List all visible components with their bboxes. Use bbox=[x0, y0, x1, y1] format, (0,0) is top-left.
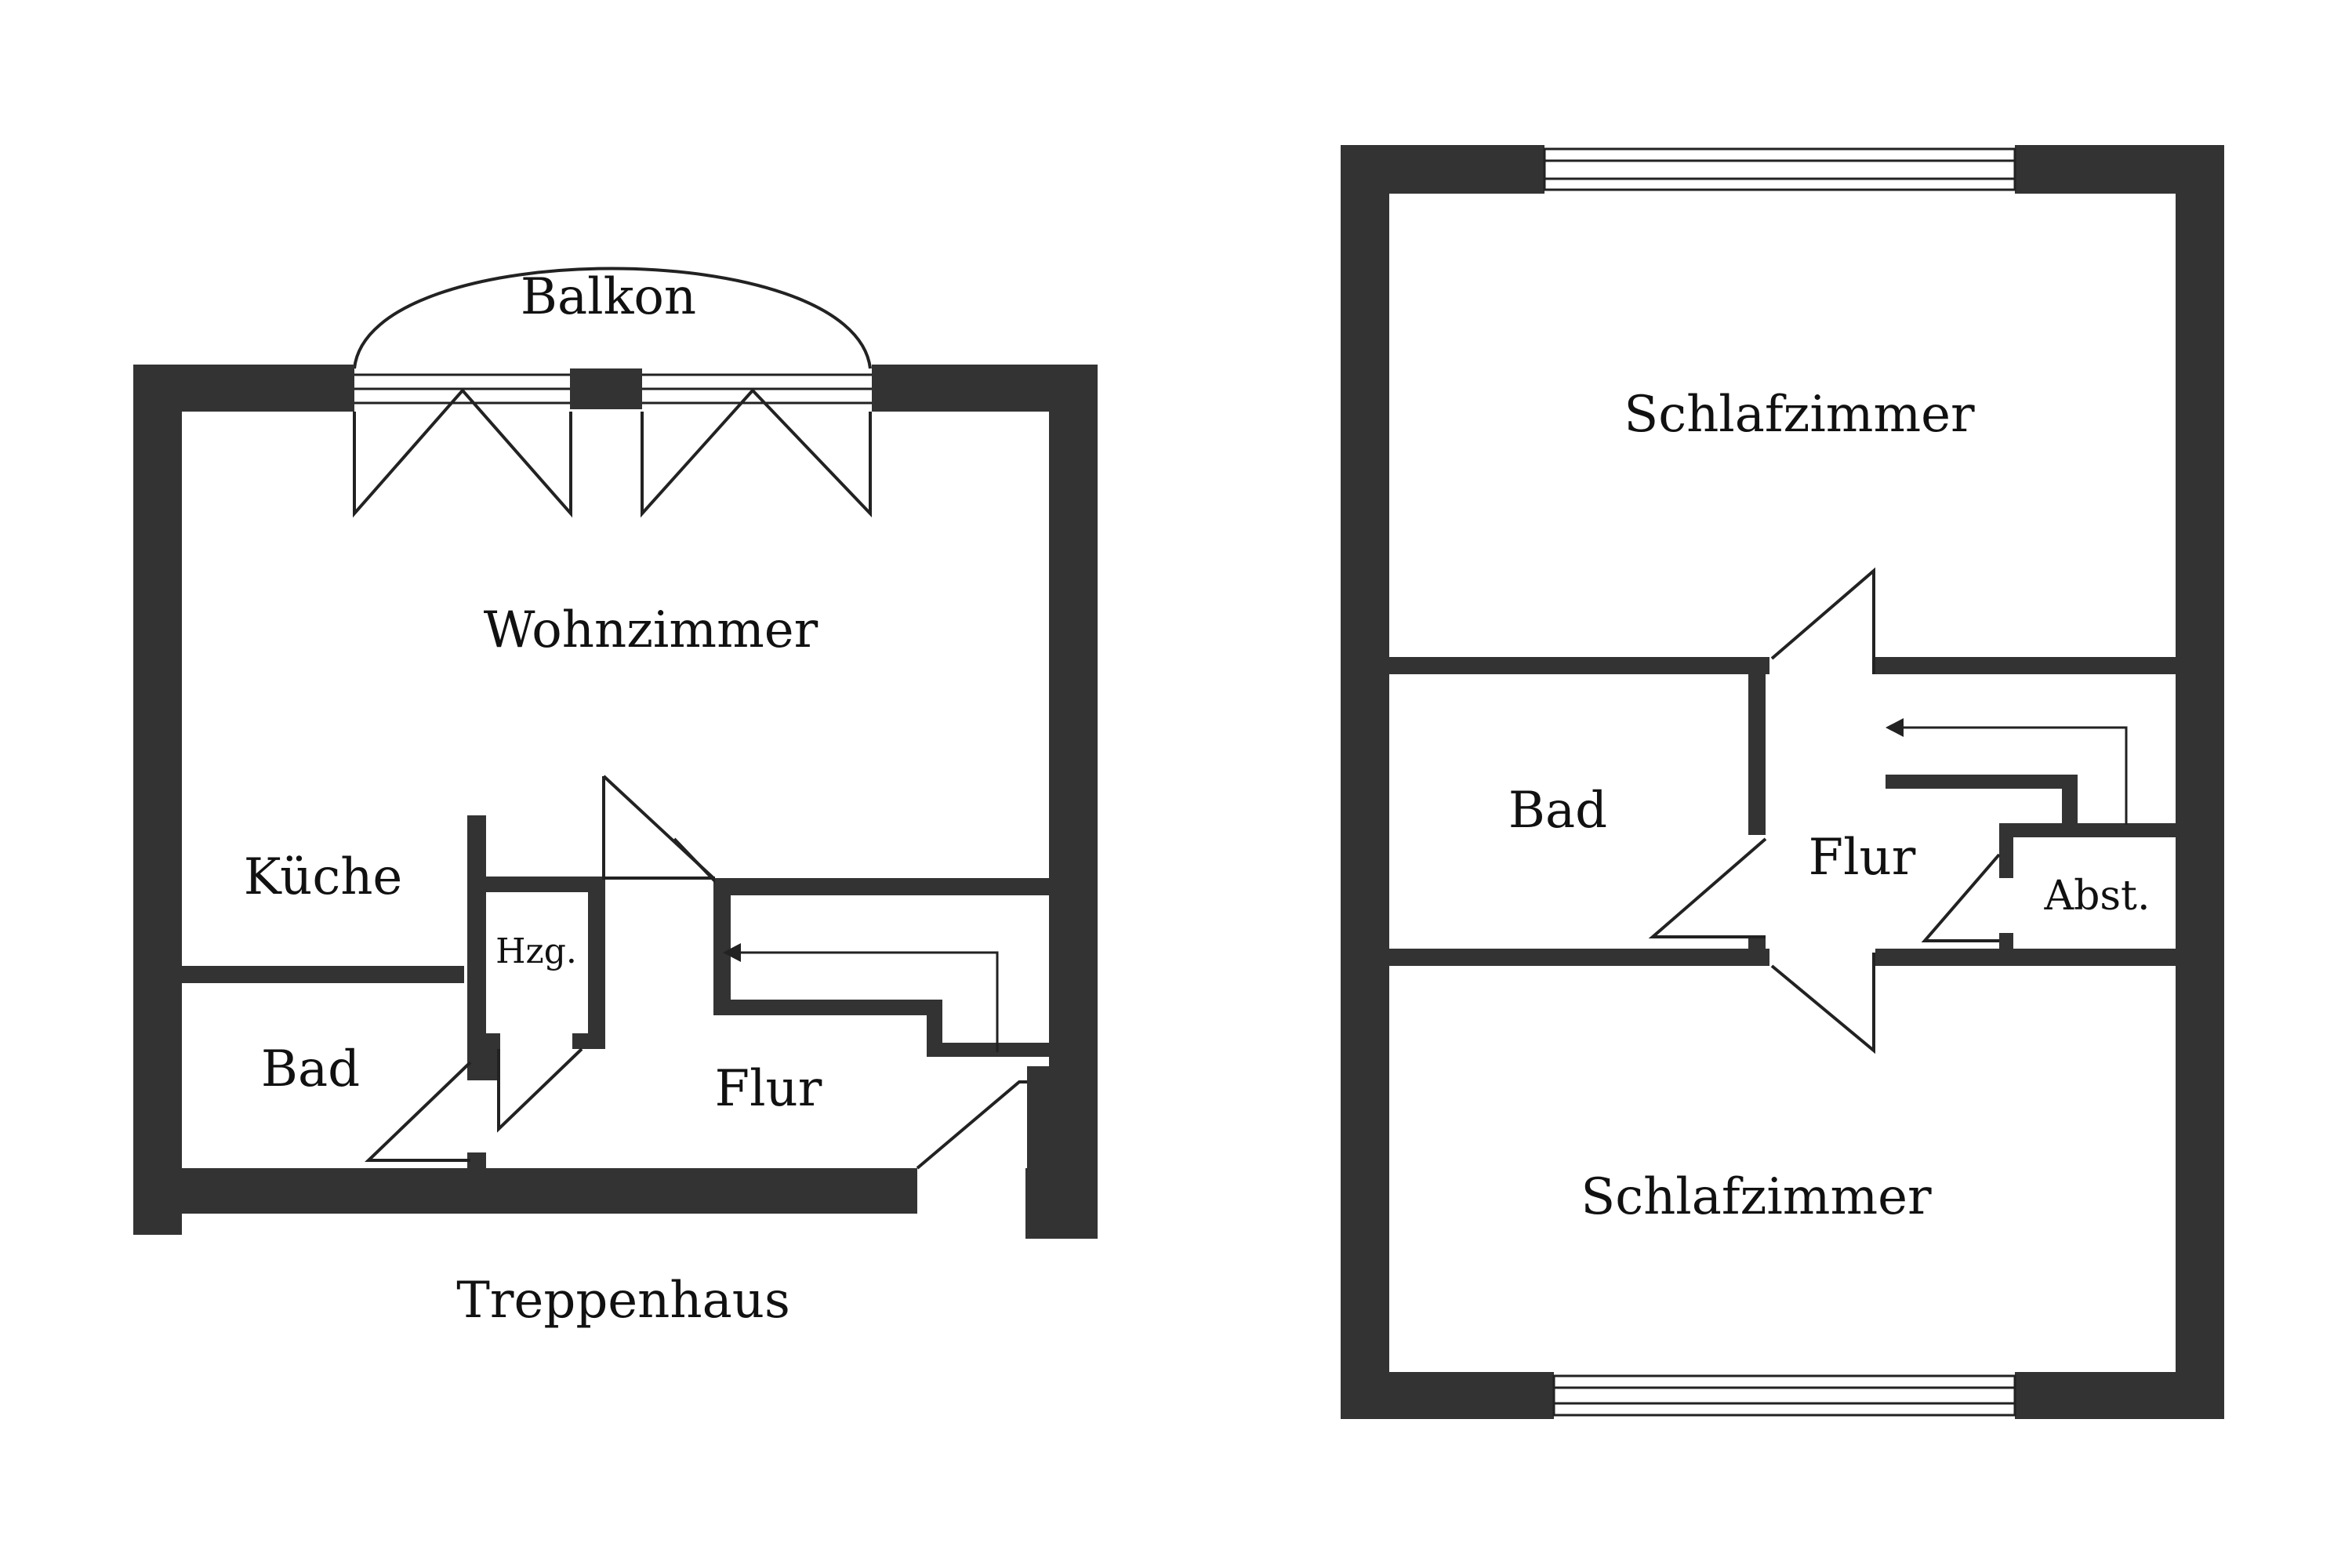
left-outer-walls bbox=[133, 365, 1098, 1239]
left-floor-plan: Balkon Wohnzimmer Küche Hzg. Bad Flur Tr… bbox=[133, 267, 1098, 1330]
wall-lower-right bbox=[1875, 949, 2176, 966]
wall-heating-left bbox=[467, 815, 486, 1044]
wall-left bbox=[133, 365, 182, 1235]
wall-stairs-low bbox=[713, 1000, 941, 1015]
balcony-outline bbox=[353, 267, 872, 369]
wall-hall-upper bbox=[713, 878, 1049, 895]
bedroom-top-door bbox=[1770, 567, 1875, 674]
wall-bath-stub bbox=[467, 1033, 486, 1080]
abst-door bbox=[1921, 853, 2001, 942]
right-outer-walls bbox=[1341, 145, 2224, 1419]
wall-bottom-a bbox=[1341, 1372, 1554, 1419]
wall-stair-inner bbox=[1886, 775, 2078, 789]
wall-abst-left bbox=[1999, 823, 2013, 878]
wall-bath-right bbox=[1748, 674, 1766, 835]
bath-door-swing bbox=[365, 1061, 472, 1162]
wall-abst-top bbox=[1999, 823, 2176, 837]
label-hzg: Hzg. bbox=[495, 931, 577, 971]
wall-upper-left bbox=[1389, 657, 1769, 674]
wall-heating-right bbox=[588, 877, 605, 1041]
wall-kitchen-bath bbox=[182, 966, 464, 983]
wall-right-r bbox=[2176, 145, 2224, 1419]
wall-right bbox=[1049, 365, 1098, 1239]
wall-bath-right-low bbox=[1748, 937, 1766, 953]
wall-top-pillar bbox=[570, 368, 642, 409]
label-abst: Abst. bbox=[2044, 873, 2151, 920]
wall-stairs-step bbox=[927, 1000, 942, 1054]
wall-abst-left-low bbox=[1999, 933, 2013, 950]
right-stairs-arrow bbox=[1886, 718, 2128, 825]
heating-door-swing bbox=[497, 1047, 583, 1133]
label-wohnzimmer: Wohnzimmer bbox=[484, 601, 818, 659]
bath-door-right bbox=[1648, 837, 1767, 938]
wall-heating-low bbox=[486, 1033, 500, 1080]
wall-bottom-stub-2 bbox=[1027, 1066, 1049, 1172]
wall-left-r bbox=[1341, 145, 1389, 1419]
wall-upper-right bbox=[1875, 657, 2176, 674]
right-interior-walls bbox=[1389, 657, 2176, 966]
label-schlafzimmer-bottom: Schlafzimmer bbox=[1581, 1168, 1932, 1226]
left-stairs-arrow bbox=[723, 943, 999, 1052]
wall-stairs-base bbox=[927, 1043, 1049, 1057]
hall-door-leaf bbox=[602, 775, 715, 880]
label-schlafzimmer-top: Schlafzimmer bbox=[1624, 386, 1975, 444]
window-top bbox=[1543, 147, 2016, 191]
wall-heating-top bbox=[486, 877, 604, 892]
bedroom-bottom-door bbox=[1770, 953, 1875, 1054]
label-balkon: Balkon bbox=[521, 268, 696, 326]
wall-bottom bbox=[133, 1168, 917, 1214]
wall-bottom-b bbox=[2015, 1372, 2224, 1419]
label-kueche: Küche bbox=[244, 848, 403, 906]
window-bottom bbox=[1552, 1374, 2016, 1417]
left-interior-walls bbox=[182, 815, 1049, 1176]
wall-hall-vertical bbox=[713, 878, 731, 1015]
label-flur-right: Flur bbox=[1809, 829, 1916, 887]
right-floor-plan: Schlafzimmer Bad Flur Abst. Schlafzimmer bbox=[1341, 145, 2224, 1419]
entry-door-swing bbox=[916, 1080, 1027, 1170]
label-bad-right: Bad bbox=[1508, 782, 1607, 840]
balcony-doors bbox=[353, 387, 872, 518]
wall-lower-left bbox=[1389, 949, 1769, 966]
label-treppenhaus: Treppenhaus bbox=[456, 1272, 790, 1330]
wall-stair-step bbox=[2062, 775, 2078, 833]
wall-bottom-stub bbox=[1025, 1168, 1098, 1239]
wall-heating-low-r bbox=[572, 1033, 605, 1049]
label-bad-left: Bad bbox=[261, 1040, 360, 1098]
wall-bath-stub-low bbox=[467, 1152, 486, 1176]
label-flur-left: Flur bbox=[715, 1060, 822, 1118]
